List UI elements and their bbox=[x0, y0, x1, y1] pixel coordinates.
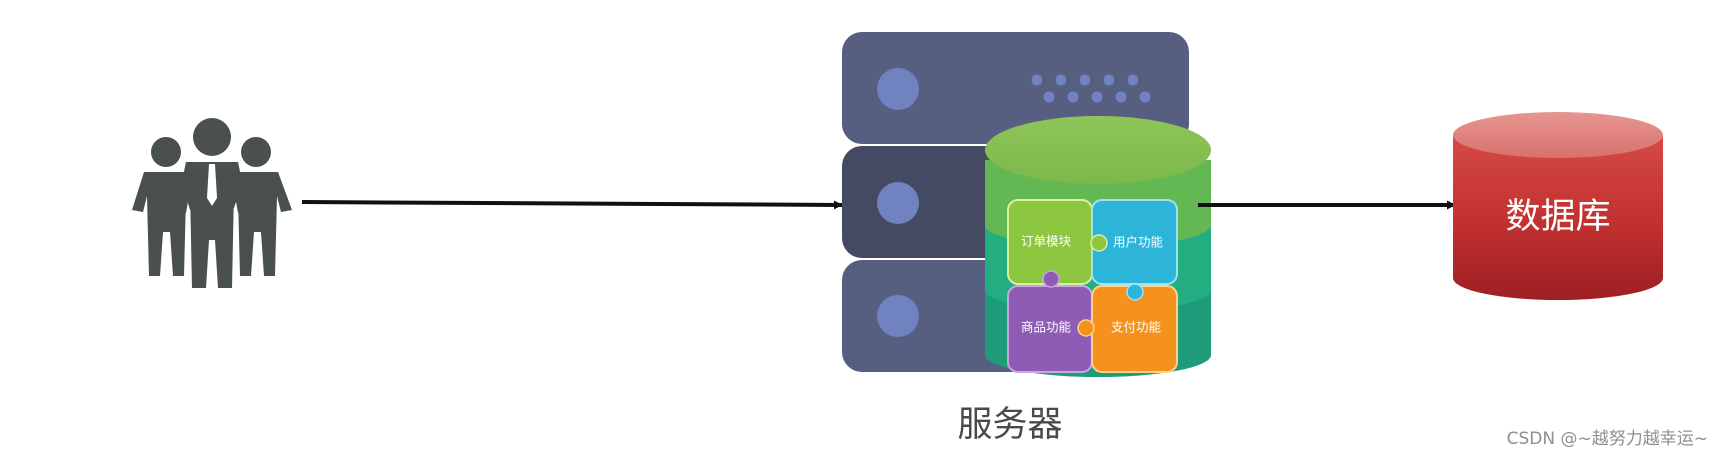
module-label-order: 订单模块 bbox=[1021, 234, 1072, 249]
arrow-users-to-server bbox=[301, 200, 843, 210]
vent-dots bbox=[1031, 74, 1151, 103]
watermark: CSDN @~越努力越幸运~ bbox=[1506, 429, 1708, 449]
server-label: 服务器 bbox=[957, 405, 1063, 445]
users-group-icon bbox=[132, 118, 292, 288]
database-label: 数据库 bbox=[1505, 197, 1610, 237]
module-label-user: 用户功能 bbox=[1113, 235, 1164, 250]
database-cylinder-icon: 数据库 bbox=[1453, 112, 1663, 300]
module-puzzle: 订单模块 用户功能 商品功能 支付功能 bbox=[1007, 199, 1178, 373]
module-label-product: 商品功能 bbox=[1021, 320, 1072, 335]
module-label-payment: 支付功能 bbox=[1111, 320, 1162, 335]
